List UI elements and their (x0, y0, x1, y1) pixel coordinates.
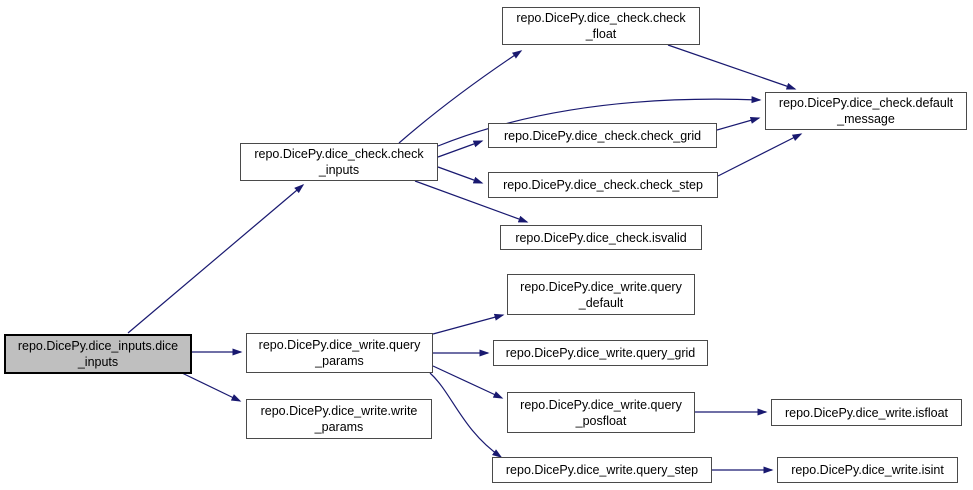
node-label: repo.DicePy.dice_write.query (520, 279, 682, 294)
node-check-grid[interactable]: repo.DicePy.dice_check.check_grid (488, 123, 717, 148)
node-label: repo.DicePy.dice_write.isint (791, 463, 944, 477)
node-write-params[interactable]: repo.DicePy.dice_write.write _params (246, 399, 432, 439)
node-check-step[interactable]: repo.DicePy.dice_check.check_step (488, 172, 718, 198)
edge-dice_inputs-write_params (181, 372, 242, 402)
node-check-inputs[interactable]: repo.DicePy.dice_check.check _inputs (240, 143, 438, 181)
node-isfloat[interactable]: repo.DicePy.dice_write.isfloat (771, 399, 962, 426)
edge-check_step-default_message (717, 133, 803, 177)
node-label: repo.DicePy.dice_check.isvalid (515, 230, 687, 245)
node-query-posfloat[interactable]: repo.DicePy.dice_write.query _posfloat (507, 392, 695, 433)
edge-check_float-default_message (667, 44, 797, 90)
node-label: repo.DicePy.dice_check.check_grid (503, 128, 702, 143)
node-label: _params (314, 420, 364, 434)
node-label: _inputs (77, 355, 119, 369)
node-label: repo.DicePy.dice_write.query_grid (505, 346, 696, 360)
edge-dice_inputs-check_inputs (127, 184, 305, 334)
node-label: repo.DicePy.dice_write.isfloat (784, 405, 949, 420)
node-label: _default (578, 295, 624, 310)
node-label: repo.DicePy.dice_write.query (258, 338, 421, 352)
node-label: _inputs (318, 163, 360, 177)
node-default-message[interactable]: repo.DicePy.dice_check.default _message (765, 92, 967, 130)
edge-check_inputs-check_grid (437, 140, 484, 158)
node-label: repo.DicePy.dice_check.check_step (503, 178, 703, 192)
edge-check_inputs-check_step (437, 166, 484, 184)
node-label: repo.DicePy.dice_check.check (254, 147, 424, 161)
node-label: _params (315, 354, 364, 368)
node-query-params[interactable]: repo.DicePy.dice_write.query _params (246, 333, 433, 373)
node-query-default[interactable]: repo.DicePy.dice_write.query _default (507, 274, 695, 315)
edge-query_params-query_default (432, 313, 505, 335)
node-isint[interactable]: repo.DicePy.dice_write.isint (777, 457, 958, 483)
node-isvalid[interactable]: repo.DicePy.dice_check.isvalid (500, 225, 702, 250)
node-label: repo.DicePy.dice_check.default (778, 96, 954, 110)
node-label: repo.DicePy.dice_check.check (516, 11, 686, 25)
node-query-step[interactable]: repo.DicePy.dice_write.query_step (492, 457, 712, 483)
node-query-grid[interactable]: repo.DicePy.dice_write.query_grid (493, 340, 708, 366)
node-label: repo.DicePy.dice_inputs.dice (17, 339, 179, 353)
node-label: repo.DicePy.dice_write.write (260, 404, 418, 418)
node-label: _message (837, 112, 895, 126)
edge-check_grid-default_message (716, 116, 761, 131)
node-check-float[interactable]: repo.DicePy.dice_check.check _float (502, 7, 700, 45)
node-label: _posfloat (575, 413, 627, 428)
edge-query_params-query_posfloat (432, 365, 504, 399)
node-dice-inputs[interactable]: repo.DicePy.dice_inputs.dice _inputs (4, 334, 192, 374)
node-label: _float (585, 27, 617, 41)
edge-query_params-query_step (429, 372, 503, 458)
node-label: repo.DicePy.dice_write.query_step (505, 463, 699, 477)
node-label: repo.DicePy.dice_write.query (520, 397, 682, 412)
